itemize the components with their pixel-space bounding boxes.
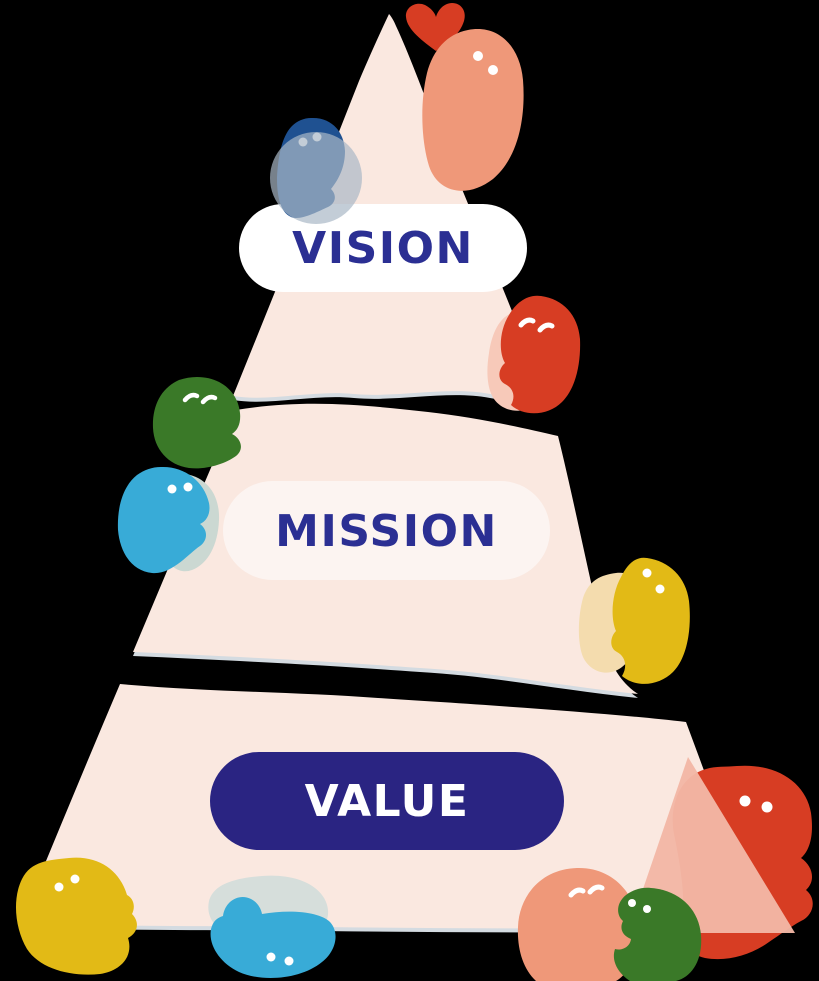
character-green-bottom-right (613, 887, 702, 981)
character-green-mid-left (152, 377, 241, 469)
character-cyan-mid-left (117, 466, 220, 574)
eye-dot (183, 482, 193, 492)
cyan-body (117, 466, 210, 574)
yellow-body (611, 557, 690, 684)
mission-label: MISSION (275, 505, 498, 557)
character-salmon-bottom (517, 867, 638, 981)
value-label: VALUE (304, 776, 470, 827)
closed-eye (537, 322, 555, 333)
character-yellow-bottom-left (15, 857, 137, 975)
closed-eye (182, 392, 200, 403)
character-red-bottom-right (628, 757, 813, 960)
eye-dot (54, 882, 64, 892)
green-body (613, 887, 702, 981)
pink-triangle (628, 757, 795, 933)
salmon-body (517, 867, 638, 981)
character-blue-top-left (270, 117, 362, 224)
eye-dot (266, 952, 276, 962)
eye-dot (284, 956, 294, 966)
closed-eye (568, 887, 586, 898)
translucent-circle (270, 132, 362, 224)
vision-label: VISION (292, 223, 474, 274)
value-pill: VALUE (210, 752, 564, 850)
salmon-top-body (422, 29, 524, 191)
vision-pill: VISION (239, 204, 527, 292)
eye-dot (473, 51, 483, 61)
eye-dot (167, 484, 177, 494)
eye-dot (643, 905, 651, 913)
character-yellow-mid-right (578, 557, 690, 684)
character-red-mid-right (487, 295, 581, 414)
eye-dot (739, 795, 751, 807)
eye-dot (655, 584, 665, 594)
eye-dot (628, 899, 636, 907)
eye-dot (488, 65, 498, 75)
character-cyan-bottom (208, 875, 336, 978)
eye-dot (70, 874, 80, 884)
eye-dot (642, 568, 652, 578)
character-salmon-top (422, 29, 524, 191)
eye-dot (761, 801, 773, 813)
yellow-body (15, 857, 137, 975)
cyan-body (210, 896, 336, 978)
green-body (152, 377, 241, 469)
closed-eye (200, 394, 218, 405)
closed-eye (518, 317, 536, 328)
mission-pill: MISSION (223, 481, 550, 580)
closed-eye (587, 884, 605, 895)
